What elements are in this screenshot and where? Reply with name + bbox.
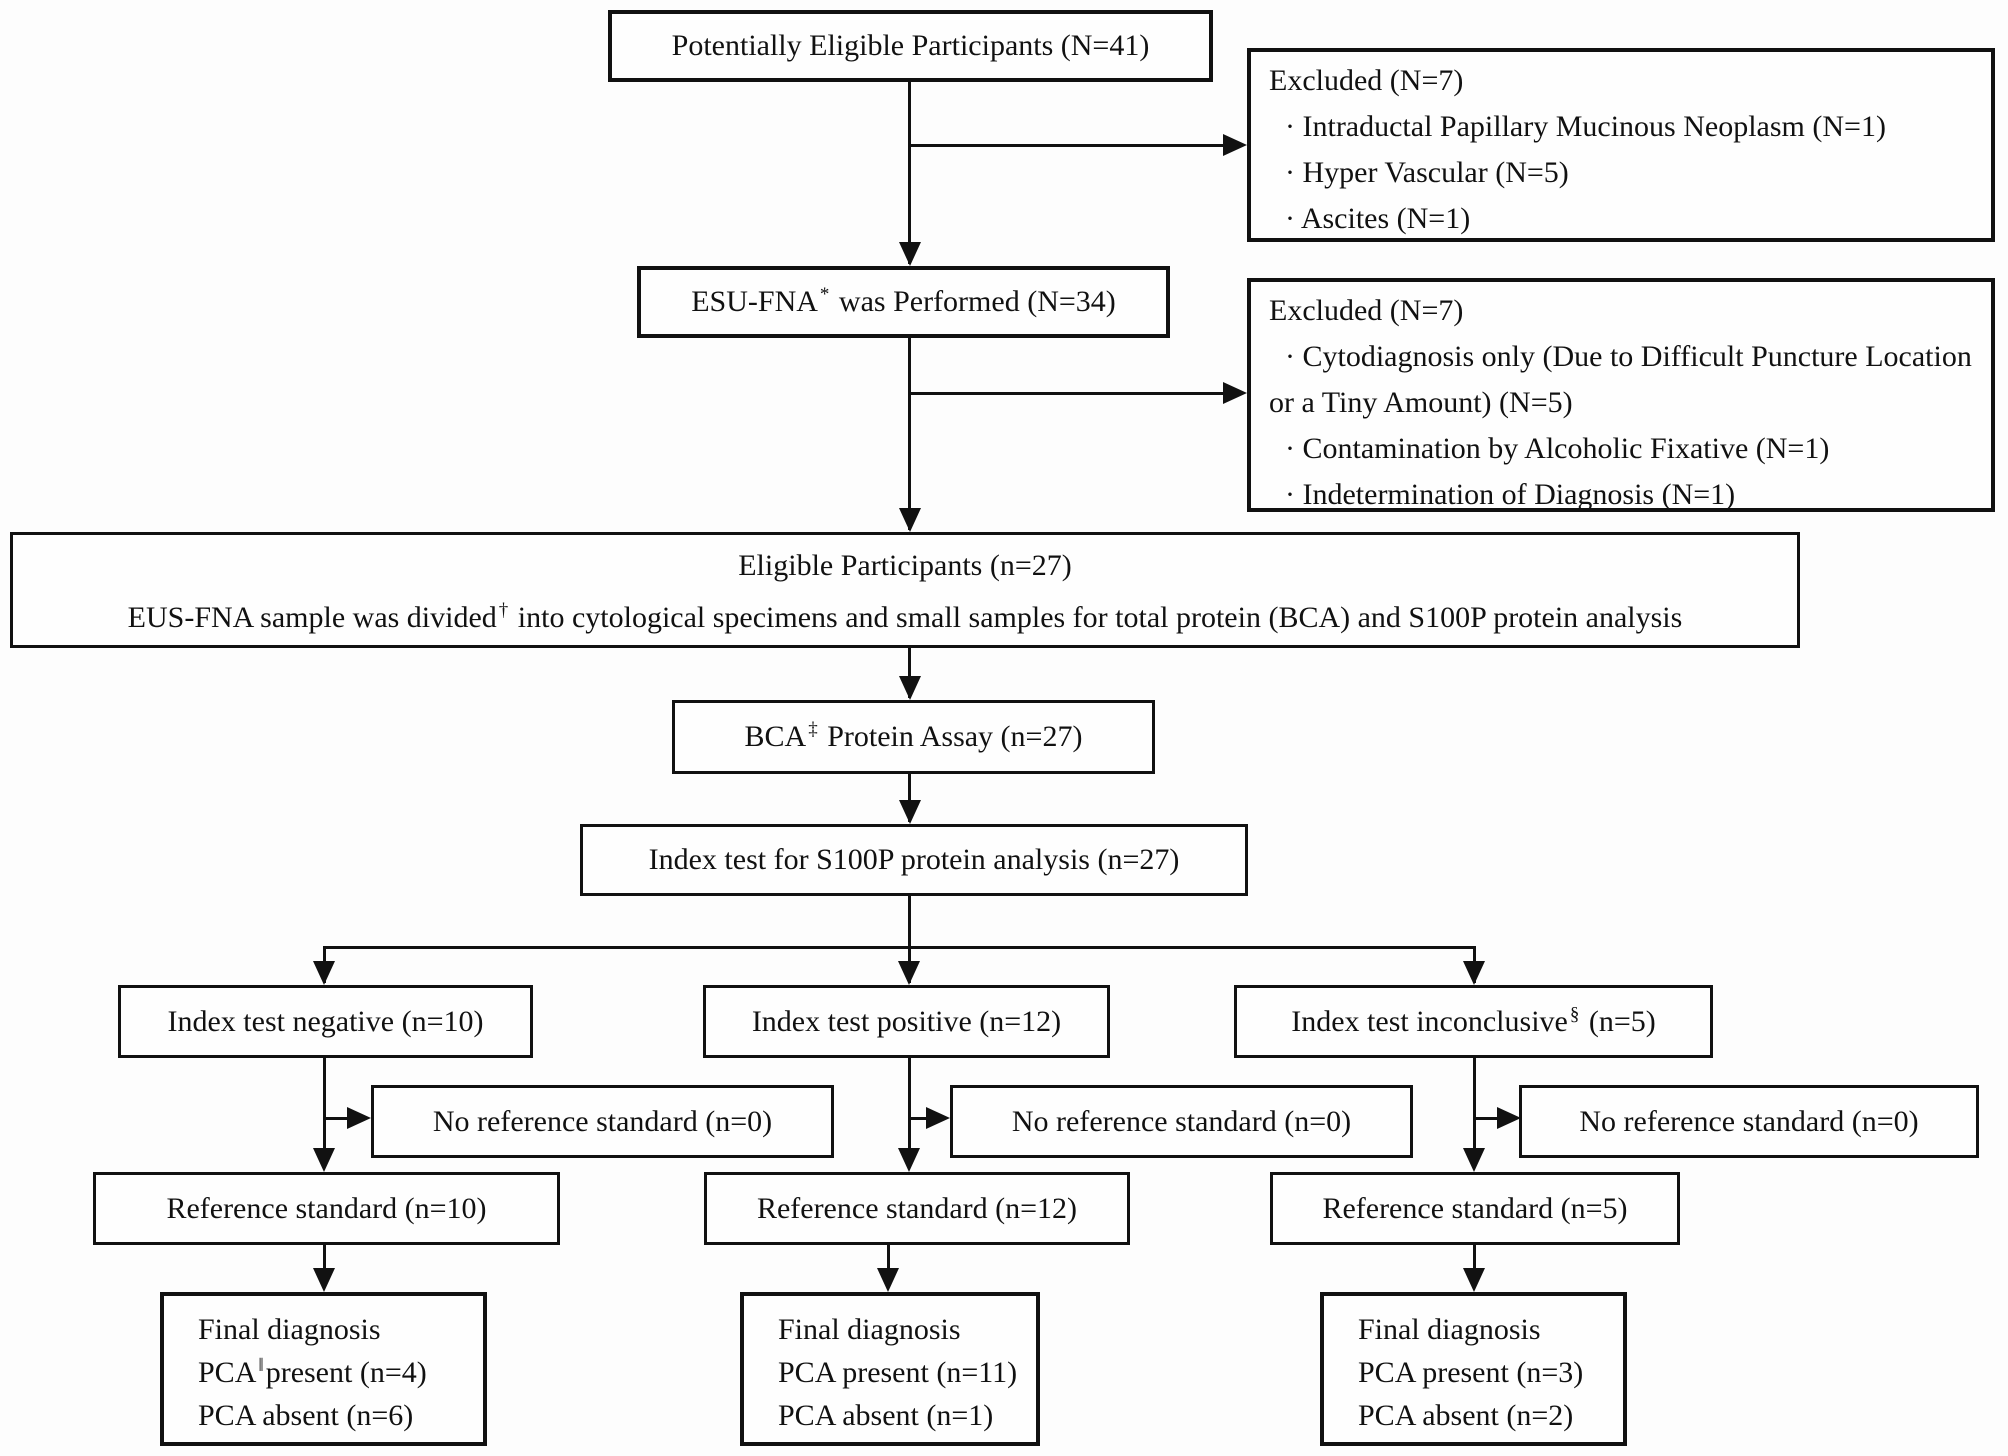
connector-negative-to-ref: [323, 1058, 326, 1150]
footnote-double-dagger: ‡: [808, 719, 818, 740]
connector-negative-to-noref: [325, 1117, 351, 1120]
node-index-test-negative: Index test negative (n=10): [118, 985, 533, 1058]
arrowhead-into-noref-negative: [347, 1107, 371, 1129]
node-no-reference-standard-inconclusive: No reference standard (n=0): [1519, 1085, 1979, 1158]
node-index-test-positive: Index test positive (n=12): [703, 985, 1110, 1058]
node-index-test: Index test for S100P protein analysis (n…: [580, 824, 1248, 896]
node-index-test-inconclusive: Index test inconclusive§ (n=5): [1234, 985, 1713, 1058]
arrowhead-into-inconclusive: [1463, 961, 1485, 985]
footnote-asterisk: *: [819, 284, 830, 305]
connector-inconclusive-to-ref: [1473, 1058, 1476, 1150]
connector-bca-to-index: [908, 774, 911, 822]
final-inconclusive-line-2: PCA present (n=3): [1358, 1356, 1584, 1389]
arrowhead-into-noref-positive: [926, 1107, 950, 1129]
ref-inconclusive-label: Reference standard (n=5): [1322, 1191, 1628, 1225]
final-inconclusive-line-3: PCA absent (n=2): [1358, 1399, 1574, 1432]
connector-potential-to-fna: [908, 82, 911, 264]
connector-to-excluded-2: [910, 392, 1230, 395]
ref-positive-label: Reference standard (n=12): [756, 1191, 1078, 1225]
final-positive-line-2: PCA present (n=11): [778, 1356, 1018, 1389]
excluded-1-item-2: · Hyper Vascular (N=5): [1285, 156, 1569, 189]
connector-fna-to-eligible: [908, 338, 911, 530]
node-index-negative-label: Index test negative (n=10): [167, 1004, 484, 1038]
connector-positive-to-noref: [910, 1117, 932, 1120]
noref-inconclusive-label: No reference standard (n=0): [1579, 1104, 1919, 1138]
node-esu-fna-performed: ESU-FNA* was Performed (N=34): [637, 266, 1170, 338]
connector-ref-to-final-inconclusive: [1473, 1245, 1476, 1271]
arrowhead-into-final-inconclusive: [1463, 1268, 1485, 1292]
footnote-dagger: †: [498, 600, 509, 621]
excluded-2-title: Excluded (N=7): [1269, 294, 1464, 327]
connector-inconclusive-to-noref: [1475, 1117, 1501, 1120]
arrowhead-into-fna: [899, 242, 921, 266]
node-eligible-participants: Eligible Participants (n=27) EUS-FNA sam…: [10, 532, 1800, 648]
node-no-reference-standard-positive: No reference standard (n=0): [950, 1085, 1413, 1158]
connector-ref-to-final-positive: [887, 1245, 890, 1271]
node-final-diagnosis-positive: Final diagnosis PCA present (n=11) PCA a…: [740, 1292, 1040, 1446]
arrowhead-into-noref-inconclusive: [1497, 1107, 1521, 1129]
excluded-2-item-1: · Cytodiagnosis only (Due to Difficult P…: [1269, 340, 1972, 419]
node-index-positive-label: Index test positive (n=12): [751, 1004, 1062, 1038]
node-reference-standard-negative: Reference standard (n=10): [93, 1172, 560, 1245]
arrowhead-into-final-negative: [313, 1268, 335, 1292]
arrowhead-into-excluded-2: [1223, 382, 1247, 404]
node-excluded-before-fna: Excluded (N=7) · Intraductal Papillary M…: [1247, 48, 1995, 242]
final-inconclusive-line-1: Final diagnosis: [1358, 1313, 1541, 1346]
node-bca-protein-assay: BCA‡ Protein Assay (n=27): [672, 700, 1155, 774]
connector-eligible-to-bca: [908, 648, 911, 698]
excluded-1-item-3: · Ascites (N=1): [1285, 202, 1471, 235]
arrowhead-into-ref-positive: [898, 1148, 920, 1172]
eligible-line-1: Eligible Participants (n=27): [738, 549, 1072, 582]
footnote-double-bar: ‖: [258, 1355, 264, 1376]
node-no-reference-standard-negative: No reference standard (n=0): [371, 1085, 834, 1158]
eligible-line-2: EUS-FNA sample was divided† into cytolog…: [127, 600, 1683, 634]
node-bca-label: BCA‡ Protein Assay (n=27): [744, 719, 1083, 753]
node-potentially-eligible: Potentially Eligible Participants (N=41): [608, 10, 1213, 82]
node-index-test-label: Index test for S100P protein analysis (n…: [648, 843, 1180, 876]
node-esu-fna-label: ESU-FNA* was Performed (N=34): [691, 284, 1116, 318]
connector-to-excluded-1: [910, 144, 1230, 147]
node-final-diagnosis-negative: Final diagnosis PCA‖present (n=4) PCA ab…: [160, 1292, 487, 1446]
arrowhead-into-ref-inconclusive: [1463, 1148, 1485, 1172]
arrowhead-into-excluded-1: [1223, 134, 1247, 156]
node-reference-standard-inconclusive: Reference standard (n=5): [1270, 1172, 1680, 1245]
noref-positive-label: No reference standard (n=0): [1011, 1104, 1352, 1138]
excluded-2-item-2: · Contamination by Alcoholic Fixative (N…: [1285, 432, 1830, 465]
connector-index-to-branch: [908, 896, 911, 948]
connector-ref-to-final-negative: [323, 1245, 326, 1271]
node-excluded-after-fna: Excluded (N=7) · Cytodiagnosis only (Due…: [1247, 278, 1995, 512]
arrowhead-into-final-positive: [877, 1268, 899, 1292]
node-potentially-eligible-label: Potentially Eligible Participants (N=41): [671, 29, 1150, 62]
final-positive-line-3: PCA absent (n=1): [778, 1399, 994, 1432]
arrowhead-into-bca: [899, 676, 921, 700]
arrowhead-into-eligible: [899, 508, 921, 532]
node-index-inconclusive-label: Index test inconclusive§ (n=5): [1291, 1003, 1656, 1038]
branch-rail: [323, 946, 1476, 949]
arrowhead-into-negative: [313, 961, 335, 985]
final-negative-line-1: Final diagnosis: [198, 1313, 381, 1346]
excluded-1-title: Excluded (N=7): [1269, 64, 1464, 97]
footnote-section-sign: §: [1569, 1003, 1580, 1025]
node-reference-standard-positive: Reference standard (n=12): [704, 1172, 1130, 1245]
noref-negative-label: No reference standard (n=0): [432, 1104, 773, 1138]
connector-positive-to-ref: [908, 1058, 911, 1150]
arrowhead-into-ref-negative: [313, 1148, 335, 1172]
final-negative-line-3: PCA absent (n=6): [198, 1399, 414, 1432]
excluded-1-item-1: · Intraductal Papillary Mucinous Neoplas…: [1285, 110, 1886, 143]
final-positive-line-1: Final diagnosis: [778, 1313, 961, 1346]
ref-negative-label: Reference standard (n=10): [166, 1191, 487, 1225]
arrowhead-into-index: [899, 800, 921, 824]
arrowhead-into-positive: [898, 961, 920, 985]
final-negative-line-2: PCA‖present (n=4): [198, 1355, 427, 1389]
node-final-diagnosis-inconclusive: Final diagnosis PCA present (n=3) PCA ab…: [1320, 1292, 1627, 1446]
excluded-2-item-3: · Indetermination of Diagnosis (N=1): [1285, 478, 1736, 511]
